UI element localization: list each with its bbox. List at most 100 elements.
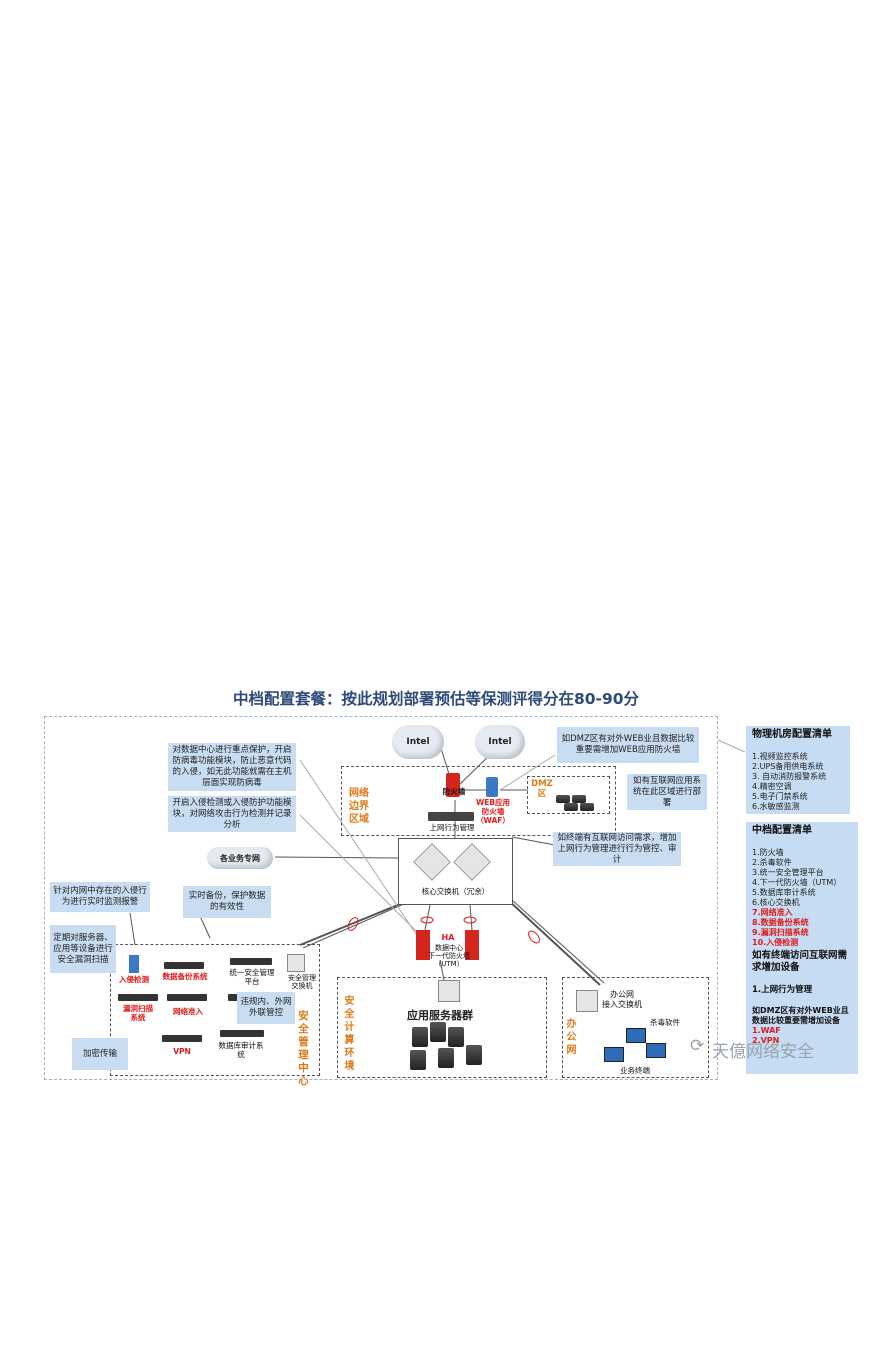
nac-label: 网络准入 [173,1007,203,1016]
uscm-label-2: 平台 [244,977,260,986]
callout-behavior: 如终端有互联网访问需求，增加上网行为管理进行行为管控、审计 [553,832,681,866]
mgmt-switch-label-2: 交换机 [291,982,313,990]
list-item: 10.入侵检测 [752,938,799,947]
callout-scan: 定期对服务器、应用等设备进行安全漏洞扫描 [50,925,116,973]
antivirus-label: 杀毒软件 [650,1018,680,1027]
list-item: 1.防火墙 [752,848,784,857]
mgmt-switch-label-1: 安全管理 [288,974,316,982]
nac-device-icon-2 [228,994,242,1001]
ids-label: 入侵检测 [119,975,149,984]
boundary-zone [341,766,616,836]
mgmt-center-label: 安全管理中心 [298,1010,309,1087]
physical-list-panel: 物理机房配置清单 1.视频监控系统 2.UPS备用供电系统 3. 自动消防报警系… [746,726,850,814]
callout-crypto: 加密传输 [72,1038,128,1070]
utm-label-3: （UTM） [434,960,464,968]
list-item: 2.VPN [752,1036,780,1045]
list-item: 4.精密空调 [752,782,792,791]
sub-heading-dmz: 如DMZ区有对外WEB业且数据比较重要需增加设备 [752,1006,849,1025]
callout-waf: 如DMZ区有对外WEB业且数据比较重要需增加WEB应用防火墙 [557,727,699,763]
terminals-label: 业务终端 [620,1066,650,1075]
vuln-scan-device-icon [118,994,158,1001]
computer-icon [626,1028,646,1043]
business-network-cloud: 各业务专网 [207,847,273,869]
computer-icon [646,1043,666,1058]
list-item: 9.漏洞扫描系统 [752,928,809,937]
server-icon [430,1022,446,1042]
server-switch-icon [438,980,460,1002]
callout-antivirus: 对数据中心进行重点保护，开启防病毒功能模块，防止恶意代码的入侵，如无此功能就需在… [168,743,296,791]
utm-label-1: 数据中心 [435,944,463,952]
list-item: 5.数据库审计系统 [752,888,816,897]
db-audit-label-1: 数据库审计系 [218,1041,264,1050]
db-audit-device-icon [220,1030,264,1037]
vuln-scan-label-2: 系统 [130,1013,146,1022]
server-icon [438,1048,454,1068]
ids-icon [129,955,139,973]
list-item: 6.核心交换机 [752,898,800,907]
nac-device-icon [167,994,207,1001]
waf-icon [486,777,498,797]
sub-heading-terminal: 如有终端访问互联网需求增加设备 [752,950,848,973]
list-item: 7.网络准入 [752,908,793,917]
dmz-server-icon [580,803,594,811]
office-switch-label-2: 接入交换机 [602,1000,642,1009]
list-item: 1.WAF [752,1026,781,1035]
list-item: 6.水敏感监测 [752,802,800,811]
vpn-label: VPN [173,1047,191,1056]
uscm-device-icon [230,958,272,965]
db-audit-label-2: 统 [237,1050,245,1059]
utm-label-2: 下一代防火墙 [428,952,470,960]
security-computing-zone [337,977,547,1078]
core-switch-box [398,838,513,905]
callout-dmz: 如有互联网应用系统在此区域进行部署 [627,774,707,810]
list-item: 1.上网行为管理 [752,985,813,995]
waf-label-1: WEB应用 [475,798,511,807]
server-icon [448,1027,464,1047]
office-label: 办公网 [566,1019,577,1056]
behavior-mgmt-device-icon [428,812,474,821]
list-item: 2.UPS备用供电系统 [752,762,824,771]
mgmt-switch-icon [287,954,305,972]
utm-firewall-icon [465,930,479,960]
physical-list-title: 物理机房配置清单 [752,729,832,740]
ha-label: HA [441,933,455,942]
backup-label: 数据备份系统 [162,972,208,981]
office-switch-icon [576,990,598,1012]
app-servers-label: 应用服务器群 [407,1009,473,1022]
computer-icon [604,1047,624,1062]
page-title: 中档配置套餐：按此规划部署预估等保测评得分在80-90分 [232,690,640,708]
callout-backup: 实时备份，保护数据的有效性 [183,886,271,918]
utm-firewall-icon [416,930,430,960]
server-icon [466,1045,482,1065]
backup-device-icon [164,962,204,969]
mgmt-center-zone [110,944,320,1076]
vpn-device-icon [162,1035,202,1042]
dmz-label: DMZ区 [531,779,553,799]
waf-label-3: （WAF） [476,816,510,825]
vuln-scan-label-1: 漏洞扫描 [123,1004,153,1013]
callout-ips: 开启入侵检测或入侵防护功能模块，对网络攻击行为检测并记录分析 [168,796,296,832]
dmz-server-icon [564,803,578,811]
dmz-server-icon [556,795,570,803]
list-item: 8.数据备份系统 [752,918,809,927]
callout-nac: 违规内、外网外联管控 [237,992,295,1024]
security-computing-label: 安全计算环境 [344,996,355,1072]
uscm-label-1: 统一安全管理 [229,968,275,977]
callout-ids: 针对内网中存在的入侵行为进行实时监测报警 [50,882,150,912]
list-item: 2.杀毒软件 [752,858,792,867]
watermark-text: 天億网络安全 [712,1042,814,1062]
behavior-mgmt-label: 上网行为管理 [429,823,475,832]
firewall-label: 防火墙 [442,787,466,796]
internet-cloud-1: Intel [392,725,444,759]
mid-list-title: 中档配置清单 [752,825,812,836]
waf-label-2: 防火墙 [481,807,505,816]
office-switch-label-1: 办公网 [610,990,634,999]
server-icon [410,1050,426,1070]
list-item: 3.统一安全管理平台 [752,868,824,877]
list-item: 1.视频监控系统 [752,752,808,761]
office-zone [562,977,709,1078]
diagram-frame [44,716,718,1080]
internet-cloud-2: Intel [475,725,525,759]
list-item: 5.电子门禁系统 [752,792,808,801]
